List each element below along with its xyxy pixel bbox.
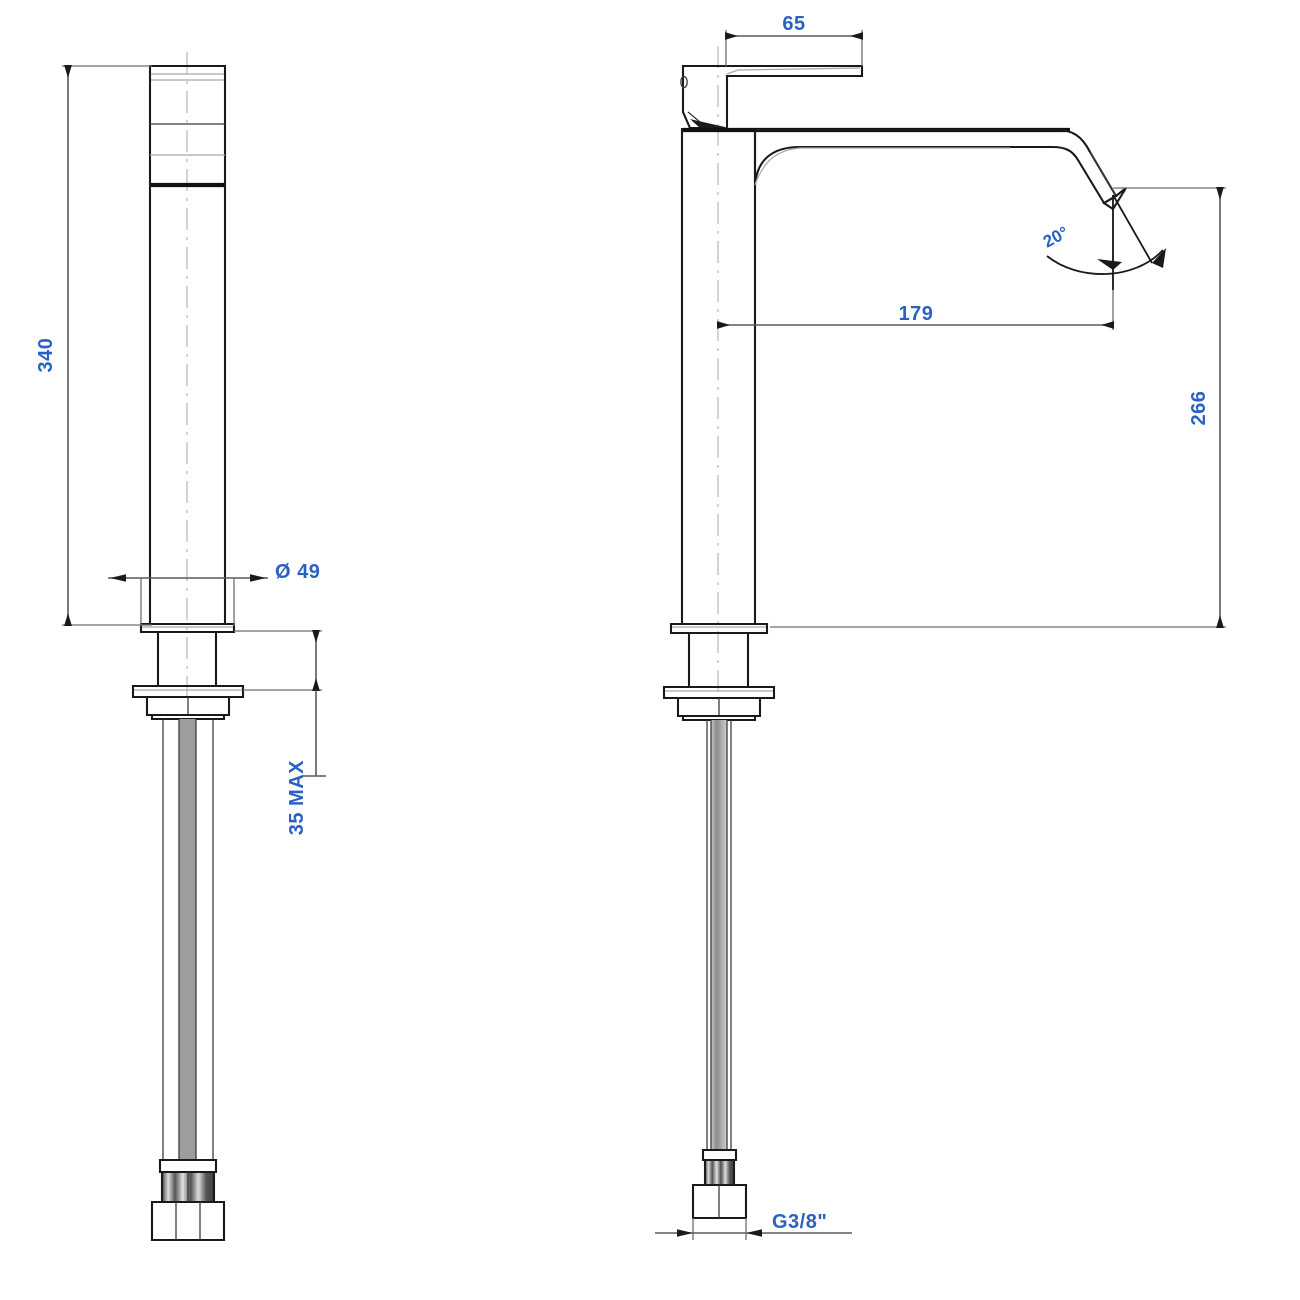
dimension-label-mounting-thickness: 35 MAX	[286, 760, 308, 835]
left-view-side-view: 340 Ø 49 35 MAX	[35, 52, 326, 1242]
hose-end-fitting-left	[150, 1158, 226, 1242]
flexible-hose-right	[706, 720, 732, 1150]
dimension-handle-width: 65	[725, 13, 863, 66]
mounting-washer-left	[131, 684, 245, 721]
dimension-mounting-thickness: 35 MAX	[234, 630, 326, 835]
dimension-label-spout-height: 266	[1188, 391, 1210, 426]
mounting-washer-right	[662, 685, 776, 722]
dimension-supply-thread: G3/8"	[655, 1211, 852, 1240]
dimension-outlet-angle: 20°	[1040, 194, 1166, 290]
dimension-base-diameter: Ø 49	[108, 561, 320, 626]
dimension-label-handle-width: 65	[782, 13, 805, 35]
dimension-label-outlet-angle: 20°	[1040, 223, 1072, 252]
flexible-hose-left	[162, 719, 214, 1160]
dimension-label-spout-reach: 179	[899, 303, 934, 325]
spout-arm	[753, 128, 1118, 205]
base-flange-right	[669, 622, 769, 635]
faucet-body-right	[680, 127, 1070, 626]
dimension-spout-height: 266	[770, 187, 1226, 628]
dimension-spout-reach: 179	[717, 200, 1114, 330]
dimension-label-overall-height: 340	[35, 338, 57, 373]
right-view-front-view: 65 179 266 20°	[655, 13, 1226, 1240]
hose-end-fitting-right	[691, 1148, 748, 1220]
dimension-label-supply-thread: G3/8"	[772, 1211, 827, 1233]
base-flange-left	[139, 622, 236, 634]
lever-handle	[680, 64, 864, 130]
dimension-label-base-diameter: Ø 49	[275, 561, 320, 583]
dimension-overall-height: 340	[35, 65, 152, 626]
handle-pivot-icon	[680, 75, 688, 89]
